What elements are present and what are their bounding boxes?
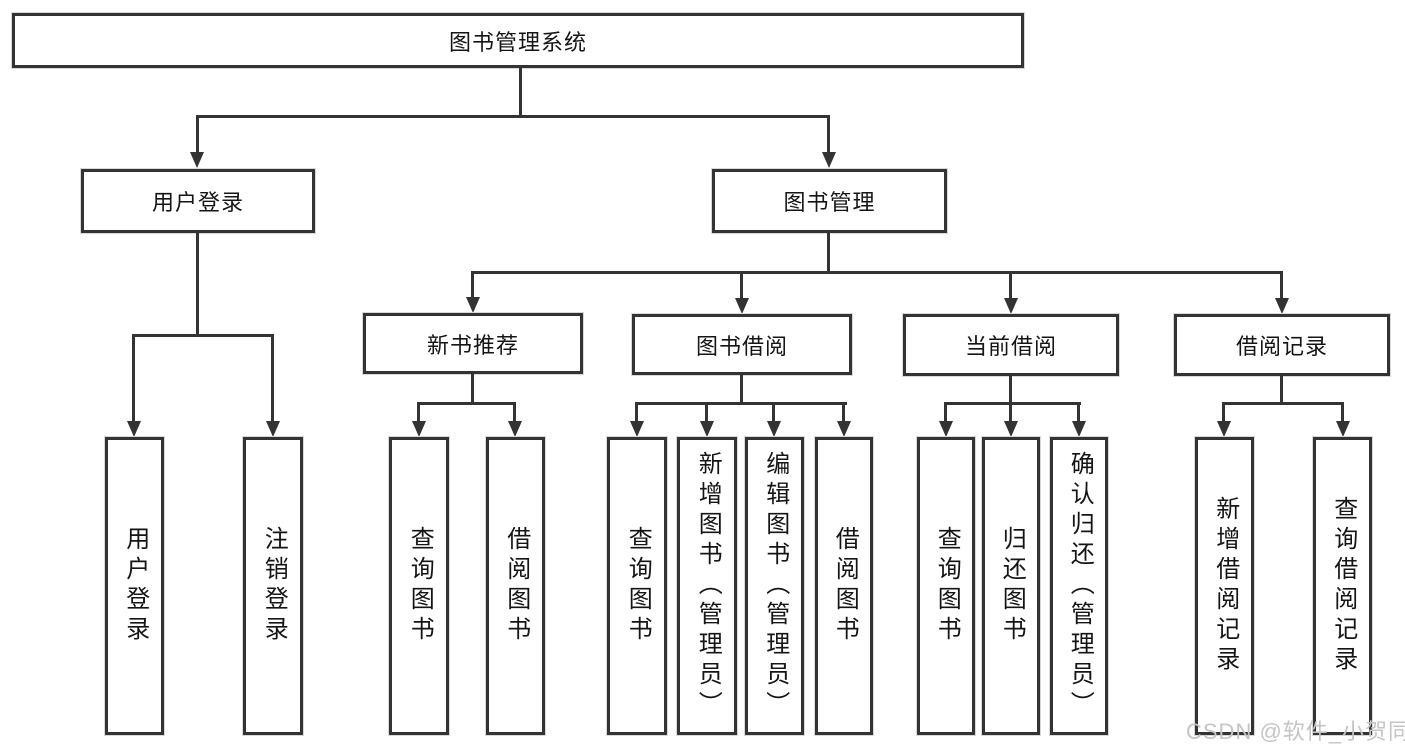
- connector-book-borrow-split: [635, 402, 847, 405]
- leaf-rec-query-books-label: 查询图书: [406, 526, 434, 646]
- arrow-to-rec-query-icon: [412, 421, 426, 437]
- connector-root-stem: [519, 68, 522, 118]
- arrow-to-cb-confirm-icon: [1072, 421, 1086, 437]
- leaf-cb-return-books: 归还图书: [982, 437, 1040, 735]
- node-root: 图书管理系统: [12, 13, 1024, 68]
- arrow-to-cb-query-icon: [939, 421, 953, 437]
- node-borrow-records: 借阅记录: [1174, 314, 1390, 376]
- leaf-bb-edit-books: 编辑图书（管理员）: [745, 437, 804, 735]
- node-book-borrow: 图书借阅: [632, 314, 852, 375]
- connector-arm-leaf-user-login: [132, 334, 135, 422]
- connector-arm-book-borrow: [740, 271, 743, 299]
- arrow-to-bb-query-icon: [630, 421, 644, 437]
- arrow-to-br-add-icon: [1217, 421, 1231, 437]
- connector-arm-user-login: [196, 115, 199, 153]
- arrow-to-borrow-records-icon: [1275, 298, 1289, 314]
- connector-book-mgmt-stem: [827, 233, 830, 274]
- node-current-borrow-label: 当前借阅: [964, 334, 1057, 359]
- leaf-logout-label: 注销登录: [260, 526, 288, 646]
- arrow-to-user-login-icon: [190, 152, 204, 168]
- node-book-borrow-label: 图书借阅: [695, 333, 788, 359]
- arrow-to-leaf-user-login-icon: [127, 421, 141, 437]
- arrow-to-book-mgmt-icon: [822, 152, 836, 168]
- leaf-cb-confirm-return: 确认归还（管理员）: [1050, 437, 1108, 735]
- leaf-bb-add-books-label: 新增图书（管理员）: [694, 451, 722, 721]
- connector-arm-current-borrow: [1009, 271, 1012, 299]
- arrow-to-br-query-icon: [1336, 421, 1350, 437]
- connector-arm-rec-borrow: [513, 402, 516, 422]
- connector-book-mgmt-split: [471, 271, 1283, 274]
- connector-arm-new-book-rec: [471, 271, 474, 299]
- connector-borrow-records-split: [1222, 402, 1344, 405]
- node-book-mgmt: 图书管理: [712, 169, 947, 233]
- leaf-user-login: 用户登录: [105, 437, 164, 735]
- leaf-user-login-label: 用户登录: [121, 526, 149, 646]
- connector-arm-br-add: [1222, 402, 1225, 422]
- arrow-to-leaf-logout-icon: [266, 421, 280, 437]
- leaf-cb-query-books: 查询图书: [917, 437, 975, 735]
- connector-new-book-rec-split: [417, 402, 516, 405]
- connector-arm-bb-query: [635, 402, 638, 422]
- arrow-to-bb-borrow-icon: [837, 421, 851, 437]
- leaf-bb-query-books-label: 查询图书: [624, 526, 652, 646]
- connector-arm-borrow-records: [1280, 271, 1283, 299]
- connector-arm-rec-query: [417, 402, 420, 422]
- connector-user-login-stem: [196, 233, 199, 336]
- connector-arm-bb-edit: [772, 402, 775, 422]
- connector-arm-cb-confirm: [1077, 402, 1080, 422]
- arrow-to-book-borrow-icon: [735, 298, 749, 314]
- leaf-bb-add-books: 新增图书（管理员）: [677, 437, 737, 735]
- connector-current-borrow-stem: [1009, 376, 1012, 405]
- connector-arm-br-query: [1341, 402, 1344, 422]
- arrow-to-new-book-rec-icon: [466, 297, 480, 313]
- connector-user-login-split: [132, 334, 274, 337]
- leaf-logout: 注销登录: [243, 437, 303, 735]
- leaf-bb-borrow-books: 借阅图书: [815, 437, 873, 735]
- leaf-rec-borrow-books-label: 借阅图书: [502, 526, 530, 646]
- node-user-login: 用户登录: [81, 169, 315, 233]
- node-current-borrow: 当前借阅: [903, 314, 1119, 376]
- leaf-cb-query-books-label: 查询图书: [933, 526, 961, 646]
- connector-arm-bb-add: [705, 402, 708, 422]
- leaf-br-add-record-label: 新增借阅记录: [1211, 496, 1239, 676]
- arrow-to-bb-edit-icon: [767, 421, 781, 437]
- connector-new-book-rec-stem: [471, 374, 474, 405]
- leaf-bb-query-books: 查询图书: [607, 437, 667, 735]
- connector-current-borrow-split: [944, 402, 1081, 405]
- node-new-book-rec: 新书推荐: [363, 313, 583, 374]
- connector-arm-cb-return: [1009, 402, 1012, 422]
- leaf-br-query-record: 查询借阅记录: [1313, 437, 1372, 735]
- connector-arm-cb-query: [944, 402, 947, 422]
- connector-arm-book-mgmt: [827, 115, 830, 153]
- node-borrow-records-label: 借阅记录: [1235, 334, 1328, 359]
- arrow-to-cb-return-icon: [1004, 421, 1018, 437]
- csdn-watermark: CSDN @软件_小贺同学: [1186, 719, 1405, 744]
- node-root-label: 图书管理系统: [448, 29, 587, 55]
- arrow-to-bb-add-icon: [700, 421, 714, 437]
- node-user-login-label: 用户登录: [151, 190, 244, 215]
- leaf-cb-return-books-label: 归还图书: [998, 526, 1026, 646]
- connector-arm-bb-borrow: [842, 402, 845, 422]
- arrow-to-rec-borrow-icon: [508, 421, 522, 437]
- leaf-bb-edit-books-label: 编辑图书（管理员）: [761, 451, 789, 721]
- leaf-cb-confirm-return-label: 确认归还（管理员）: [1066, 451, 1094, 721]
- leaf-bb-borrow-books-label: 借阅图书: [831, 526, 859, 646]
- leaf-rec-borrow-books: 借阅图书: [486, 437, 545, 735]
- leaf-br-query-record-label: 查询借阅记录: [1329, 496, 1357, 676]
- leaf-br-add-record: 新增借阅记录: [1195, 437, 1254, 735]
- leaf-rec-query-books: 查询图书: [389, 437, 449, 735]
- node-book-mgmt-label: 图书管理: [783, 190, 876, 215]
- connector-borrow-records-stem: [1280, 376, 1283, 404]
- arrow-to-current-borrow-icon: [1004, 298, 1018, 314]
- connector-book-borrow-stem: [740, 375, 743, 405]
- connector-arm-leaf-logout: [271, 334, 274, 422]
- connector-root-split: [196, 115, 830, 118]
- node-new-book-rec-label: 新书推荐: [426, 332, 519, 358]
